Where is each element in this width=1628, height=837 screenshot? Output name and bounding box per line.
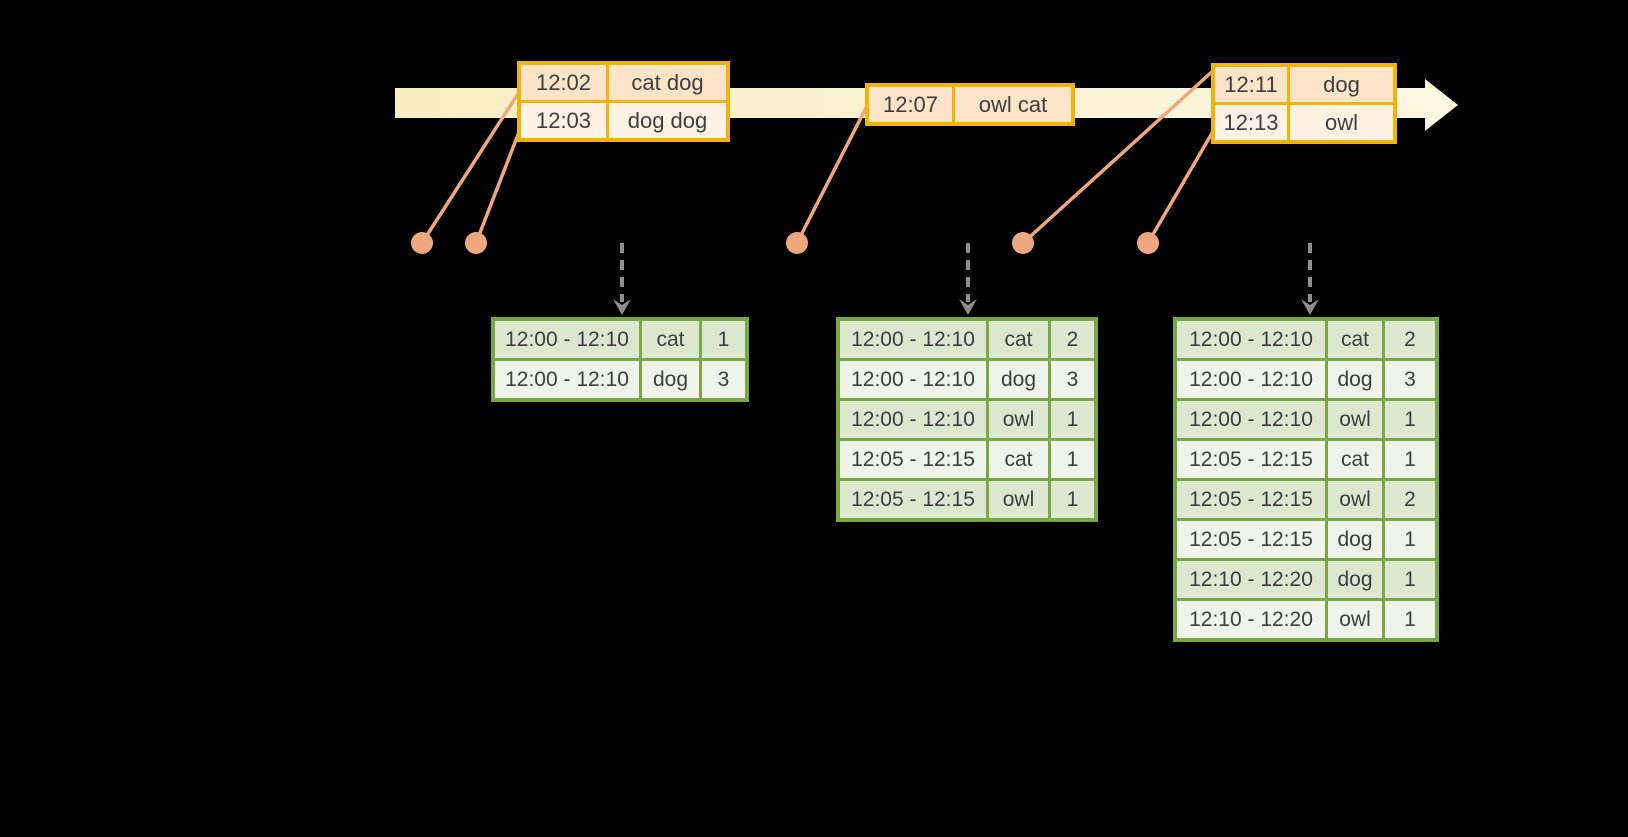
trigger-arrow-icon — [1301, 243, 1319, 315]
count: 1 — [1051, 481, 1094, 518]
event-time: 12:11 — [1215, 67, 1287, 102]
word: dog — [1328, 561, 1382, 598]
window-range: 12:00 - 12:10 — [495, 361, 639, 398]
event-time: 12:07 — [869, 87, 952, 122]
window-range: 12:05 - 12:15 — [840, 441, 986, 478]
count: 2 — [1051, 321, 1094, 358]
event-dot-icon — [465, 232, 487, 254]
window-range: 12:00 - 12:10 — [1177, 321, 1325, 358]
word: cat — [642, 321, 699, 358]
event-time: 12:13 — [1215, 105, 1287, 140]
word: cat — [1328, 441, 1382, 478]
count: 1 — [1051, 401, 1094, 438]
event-words: cat dog — [609, 65, 726, 100]
window-range: 12:10 - 12:20 — [1177, 601, 1325, 638]
count: 1 — [702, 321, 745, 358]
event-table-3: 12:11 dog 12:13 owl — [1211, 63, 1397, 144]
event-connector-lines — [420, 67, 1217, 245]
count: 1 — [1385, 441, 1435, 478]
event-dot-icon — [1012, 232, 1034, 254]
window-range: 12:00 - 12:10 — [1177, 401, 1325, 438]
event-connector-line — [795, 101, 871, 244]
event-dot-icon — [786, 232, 808, 254]
window-range: 12:00 - 12:10 — [840, 361, 986, 398]
word: owl — [989, 401, 1048, 438]
event-connector-line — [420, 88, 523, 244]
event-connector-line — [1146, 127, 1217, 244]
event-connector-line — [474, 126, 523, 244]
word: owl — [1328, 401, 1382, 438]
window-range: 12:05 - 12:15 — [1177, 521, 1325, 558]
word: dog — [1328, 521, 1382, 558]
event-dot-icon — [1137, 232, 1159, 254]
result-table-2: 12:00 - 12:10 cat 2 12:00 - 12:10 dog 3 … — [836, 317, 1098, 522]
count: 3 — [702, 361, 745, 398]
window-range: 12:00 - 12:10 — [1177, 361, 1325, 398]
count: 1 — [1385, 401, 1435, 438]
event-time: 12:03 — [521, 103, 606, 138]
window-range: 12:05 - 12:15 — [840, 481, 986, 518]
count: 3 — [1051, 361, 1094, 398]
window-range: 12:05 - 12:15 — [1177, 481, 1325, 518]
event-table-1: 12:02 cat dog 12:03 dog dog — [517, 61, 730, 142]
event-dots — [411, 232, 1159, 254]
window-range: 12:00 - 12:10 — [840, 401, 986, 438]
word: owl — [1328, 481, 1382, 518]
event-words: owl cat — [955, 87, 1071, 122]
count: 1 — [1385, 561, 1435, 598]
word: dog — [1328, 361, 1382, 398]
count: 1 — [1385, 521, 1435, 558]
event-connector-line — [1021, 67, 1217, 245]
result-table-1: 12:00 - 12:10 cat 1 12:00 - 12:10 dog 3 — [491, 317, 749, 402]
word: owl — [989, 481, 1048, 518]
window-range: 12:00 - 12:10 — [495, 321, 639, 358]
word: dog — [642, 361, 699, 398]
event-words: dog dog — [609, 103, 726, 138]
word: cat — [989, 321, 1048, 358]
count: 1 — [1385, 601, 1435, 638]
result-table-3: 12:00 - 12:10 cat 2 12:00 - 12:10 dog 3 … — [1173, 317, 1439, 642]
window-range: 12:05 - 12:15 — [1177, 441, 1325, 478]
trigger-arrow-icon — [959, 243, 977, 315]
event-words: dog — [1290, 67, 1393, 102]
count: 2 — [1385, 321, 1435, 358]
word: cat — [989, 441, 1048, 478]
count: 3 — [1385, 361, 1435, 398]
event-time: 12:02 — [521, 65, 606, 100]
window-range: 12:10 - 12:20 — [1177, 561, 1325, 598]
event-words: owl — [1290, 105, 1393, 140]
trigger-arrow-icon — [613, 243, 631, 315]
trigger-arrows — [613, 243, 1319, 315]
count: 1 — [1051, 441, 1094, 478]
event-dot-icon — [411, 232, 433, 254]
event-table-2: 12:07 owl cat — [865, 83, 1075, 126]
word: dog — [989, 361, 1048, 398]
word: owl — [1328, 601, 1382, 638]
word: cat — [1328, 321, 1382, 358]
count: 2 — [1385, 481, 1435, 518]
window-range: 12:00 - 12:10 — [840, 321, 986, 358]
